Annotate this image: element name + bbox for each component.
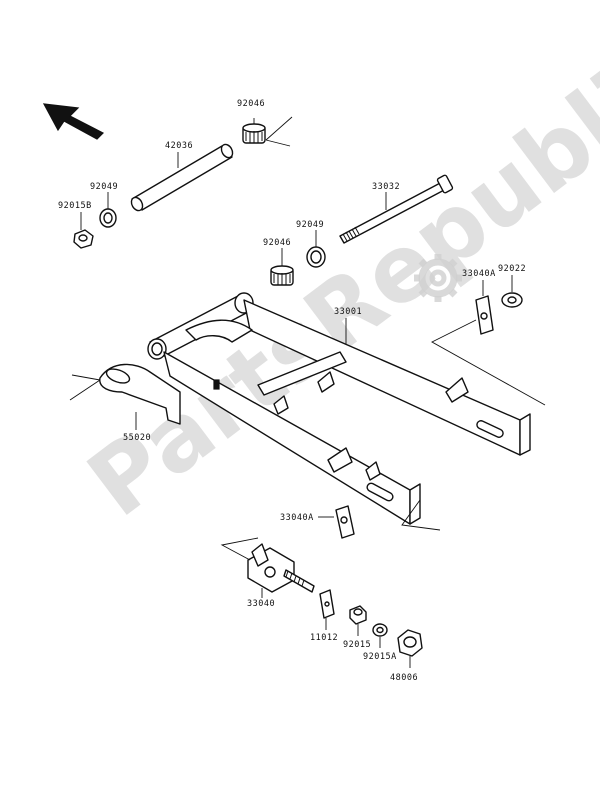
label-48006: 48006: [390, 673, 418, 683]
label-92049-left: 92049: [90, 182, 118, 192]
label-92015b: 92015B: [58, 201, 92, 211]
part-92046-top: [242, 116, 293, 147]
label-92049-mid: 92049: [296, 220, 324, 230]
label-92022: 92022: [498, 264, 526, 274]
label-33040: 33040: [247, 599, 275, 609]
label-11012: 11012: [310, 633, 338, 643]
part-92049-mid: [306, 230, 326, 268]
part-33032: [339, 174, 454, 244]
label-33001: 33001: [334, 307, 362, 317]
part-33040a-right: [431, 280, 546, 406]
label-92015a: 92015A: [363, 652, 397, 662]
part-92015a: [372, 623, 388, 648]
part-33001-swingarm: [147, 292, 531, 531]
label-33040a-low: 33040A: [280, 513, 314, 523]
part-92015: [349, 605, 367, 636]
part-11012: [319, 589, 335, 630]
part-33040a-low: [318, 505, 355, 539]
part-42036: [130, 143, 234, 212]
label-55020: 55020: [123, 433, 151, 443]
label-92046-top: 92046: [237, 99, 265, 109]
label-92046-mid: 92046: [263, 238, 291, 248]
gear-icon: [414, 254, 462, 302]
part-92015b: [73, 212, 94, 249]
label-33032: 33032: [372, 182, 400, 192]
label-92015: 92015: [343, 640, 371, 650]
part-33040: [220, 537, 315, 598]
arrow-up-left-icon: [42, 103, 105, 140]
part-55020: [69, 363, 181, 430]
part-92022: [501, 275, 523, 308]
part-48006: [397, 629, 423, 668]
label-33040a-right: 33040A: [462, 269, 496, 279]
part-92049-left: [99, 192, 117, 228]
part-92046-mid: [270, 248, 294, 286]
label-42036: 42036: [165, 141, 193, 151]
